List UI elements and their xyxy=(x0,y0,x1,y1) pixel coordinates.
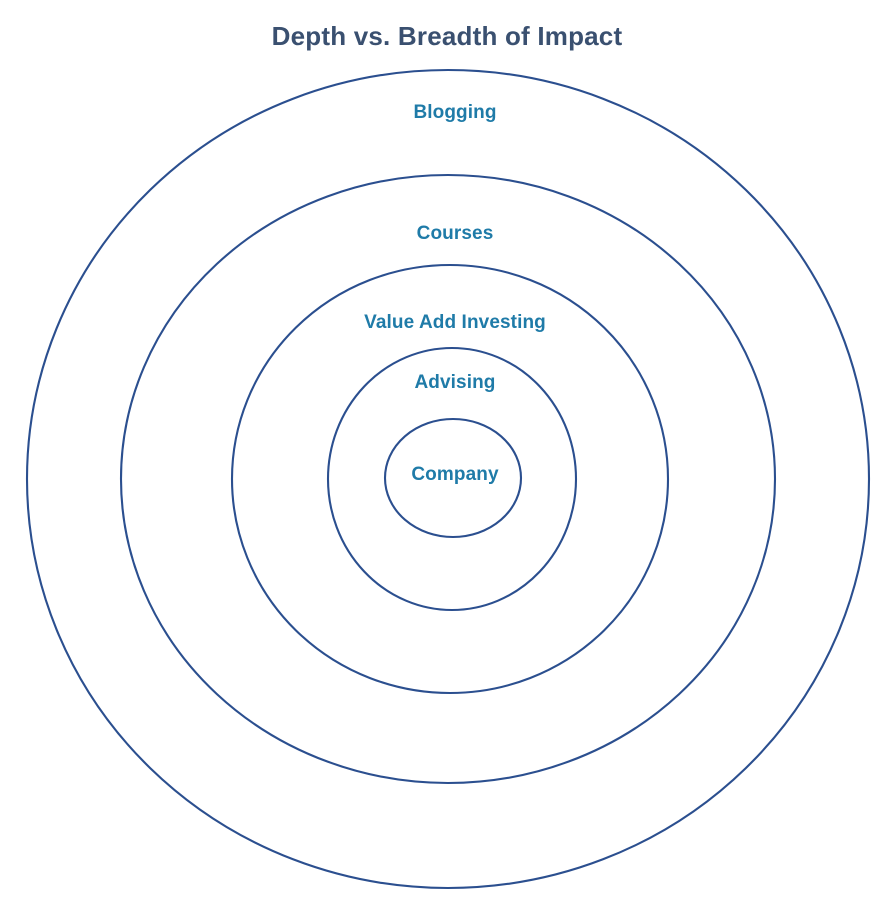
ring-label-value-add-investing: Value Add Investing xyxy=(364,312,546,333)
ring-ellipse-advising xyxy=(326,346,578,612)
ring-label-advising: Advising xyxy=(414,372,496,393)
ring-label-courses: Courses xyxy=(416,223,494,244)
ring-ellipse-company xyxy=(383,417,523,539)
ring-ellipse-blogging xyxy=(25,68,871,890)
ring-ellipse-value-add-investing xyxy=(230,263,670,695)
ring-label-company: Company xyxy=(411,464,499,485)
ring-ellipse-courses xyxy=(119,173,777,785)
ring-label-blogging: Blogging xyxy=(413,102,497,123)
page-title: Depth vs. Breadth of Impact xyxy=(271,21,623,51)
